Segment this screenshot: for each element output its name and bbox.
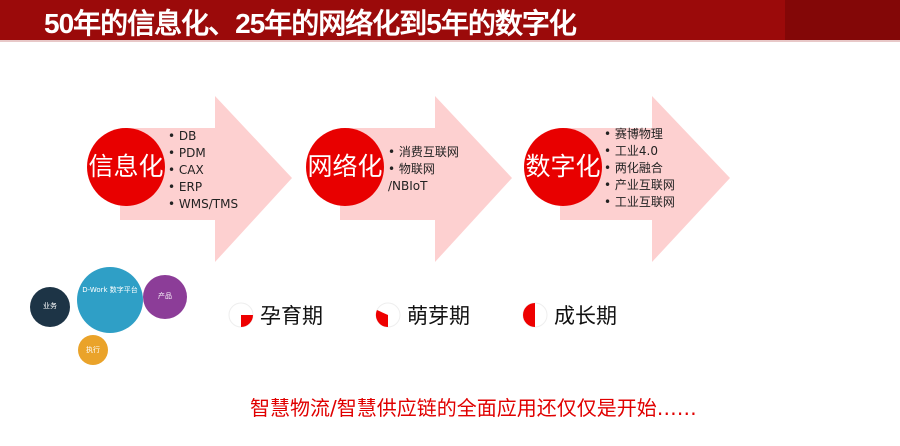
phase-sprouting: 萌芽期: [375, 300, 470, 330]
gears-diagram: D-Work 数字平台 业务 产品 执行: [5, 262, 223, 368]
svg-text:产品: 产品: [158, 291, 172, 300]
svg-text:执行: 执行: [86, 345, 100, 354]
phase-growth: 成长期: [522, 300, 617, 330]
svg-text:业务: 业务: [43, 301, 57, 310]
page-title: 50年的信息化、25年的网络化到5年的数字化: [44, 8, 577, 39]
title-bar: [0, 0, 900, 40]
phase-incubation: 孕育期: [228, 300, 323, 330]
stage-circle-2: 网络化: [306, 128, 384, 206]
pie-icon: [522, 302, 548, 328]
pie-icon: [375, 302, 401, 328]
stage-list-3: 赛博物理工业4.0两化融合产业互联网工业互联网: [604, 126, 675, 211]
stage-list-1: DBPDMCAXERPWMS/TMS: [168, 128, 238, 213]
stage-circle-3: 数字化: [524, 128, 602, 206]
stage-list-2: 消费互联网物联网 /NBIoT: [388, 144, 473, 195]
footer-note: 智慧物流/智慧供应链的全面应用还仅仅是开始……: [250, 396, 697, 420]
stage-circle-1: 信息化: [87, 128, 165, 206]
gear-center-label: D-Work 数字平台: [82, 285, 138, 294]
pie-icon: [228, 302, 254, 328]
